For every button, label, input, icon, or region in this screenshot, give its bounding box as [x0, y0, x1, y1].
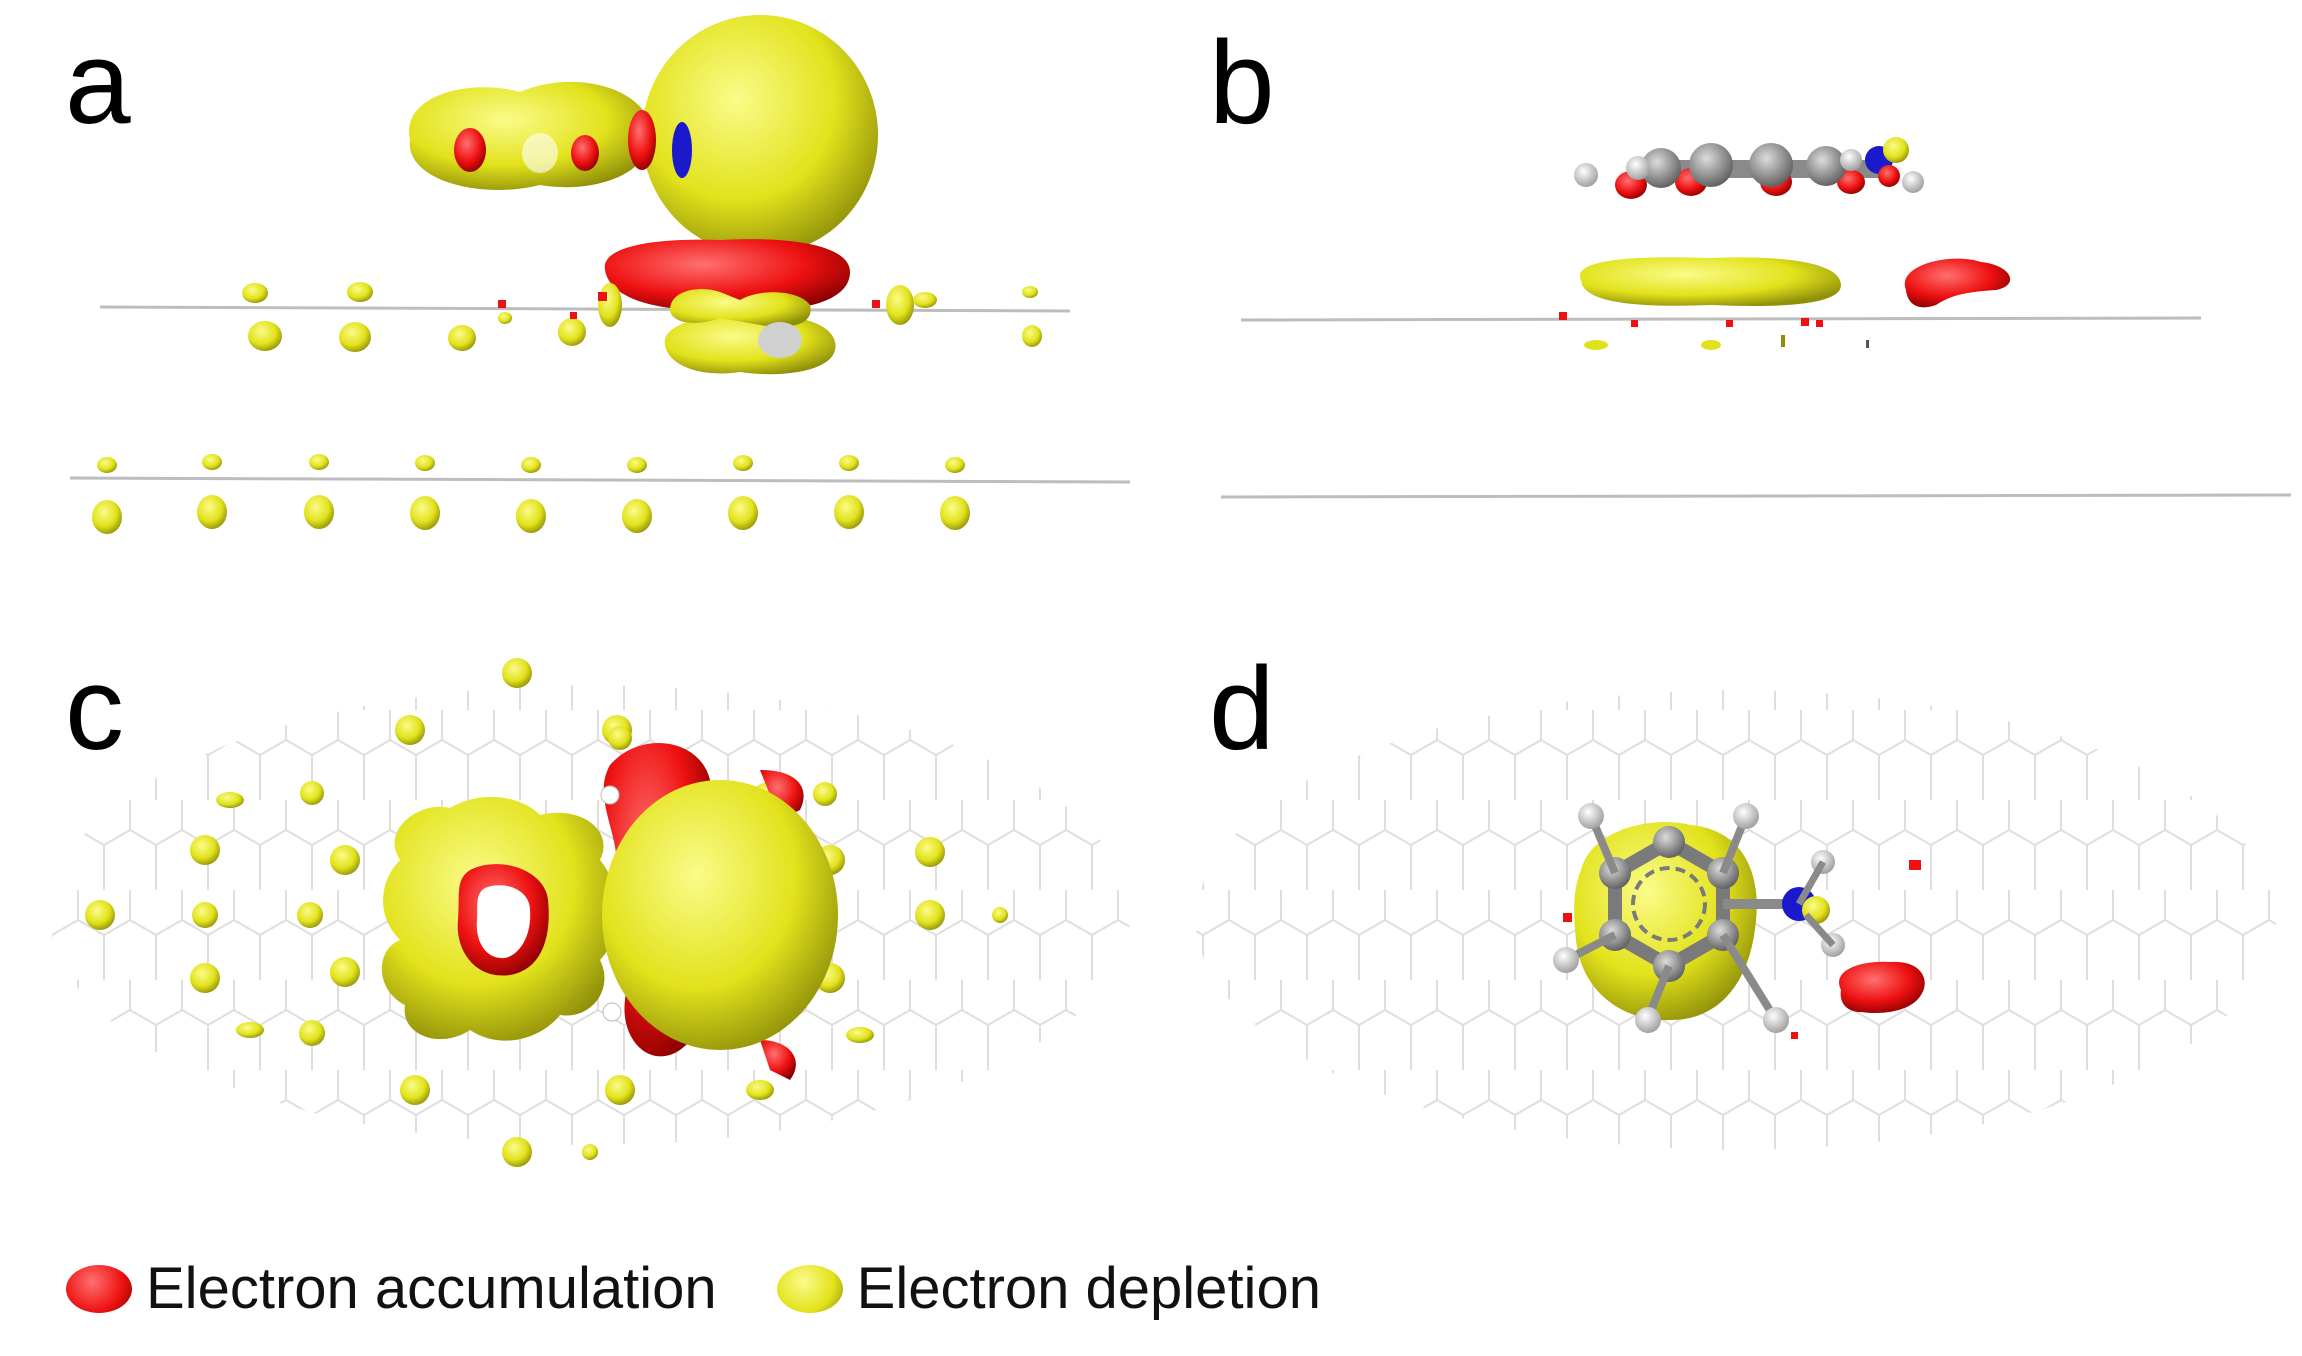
ring-hole	[476, 885, 531, 959]
panel-d-figure	[1196, 690, 2276, 1150]
depletion-lobe	[670, 289, 811, 327]
lattice-atom	[758, 322, 802, 358]
ring-depletion-cloud	[409, 81, 652, 190]
molecule-side-view	[1574, 137, 1924, 199]
panel-a-figure	[69, 15, 1131, 534]
panel-b: b	[1151, 0, 2302, 620]
legend-item-depletion: Electron depletion	[776, 1255, 1321, 1322]
hydrogen-atom	[602, 1002, 622, 1022]
accumulation-spot	[628, 110, 656, 170]
panel-c-figure	[50, 658, 1130, 1167]
amine-group	[1723, 850, 1845, 957]
nitrogen-atom	[672, 122, 692, 178]
ring-hole	[522, 133, 558, 173]
panel-label: b	[1209, 17, 1275, 149]
accumulation-lobe	[1904, 258, 2011, 308]
upper-layer-accumulation-bits	[498, 292, 880, 319]
lattice-layer-line	[69, 476, 1131, 484]
legend-item-accumulation: Electron accumulation	[66, 1255, 717, 1322]
legend-label: Electron accumulation	[146, 1256, 717, 1321]
panel-b-figure	[1220, 137, 2292, 499]
hydrogen-atom	[600, 785, 620, 805]
depletion-lobe	[642, 15, 878, 255]
depletion-slab	[1579, 257, 1841, 306]
lattice-layer-line	[1220, 493, 2292, 499]
panel-label: d	[1209, 643, 1275, 775]
accumulation-slab	[604, 239, 850, 312]
depletion-lobe	[602, 780, 838, 1050]
accumulation-spot	[571, 135, 599, 171]
panel-label: a	[65, 17, 131, 149]
panel-a: a	[0, 0, 1151, 620]
lower-layer-depletion-blobs	[92, 454, 970, 534]
legend: Electron accumulation Electron depletion	[66, 1255, 1381, 1322]
lattice-layer-line	[1240, 316, 2202, 322]
accumulation-spot	[1791, 1032, 1798, 1039]
depletion-swatch	[776, 1264, 843, 1313]
hydrogen-atoms	[1553, 803, 1789, 1033]
surface-bits	[1559, 312, 1869, 350]
accumulation-spot	[1563, 913, 1572, 922]
accumulation-lobe	[1839, 961, 1925, 1014]
accumulation-spot	[454, 128, 486, 172]
panel-c: c	[0, 620, 1151, 1260]
legend-label: Electron depletion	[856, 1256, 1321, 1321]
panel-label: c	[65, 643, 124, 775]
accumulation-swatch	[66, 1264, 132, 1313]
accumulation-spot	[1909, 860, 1921, 870]
accumulation-lobe	[760, 1040, 796, 1080]
depletion-lobe	[664, 316, 836, 375]
panel-d: d	[1151, 620, 2302, 1260]
accumulation-lobe	[760, 770, 804, 820]
